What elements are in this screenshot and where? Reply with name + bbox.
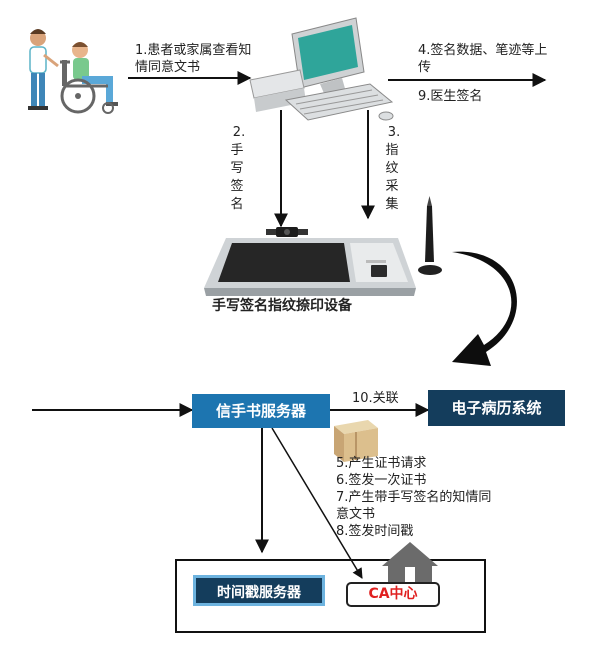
- label-step10: 10.关联: [352, 391, 399, 406]
- steps-line: 6.签发一次证书: [336, 473, 427, 488]
- ca-center-box: CA中心: [346, 582, 440, 607]
- arrow-to-ca: [271, 427, 363, 579]
- label-step2-part: 写: [230, 161, 244, 176]
- steps-line: 8.签发时间戳: [336, 524, 414, 539]
- server-box: 信手书服务器: [192, 394, 330, 428]
- label-step1: 1.患者或家属查看知情同意文书: [135, 43, 252, 75]
- signature-pad-icon: [204, 227, 416, 296]
- label-steps-5-8: 5.产生证书请求 6.签发一次证书 7.产生带手写签名的知情同意文书 8.签发时…: [336, 455, 494, 540]
- label-step3-part: 3.: [387, 125, 401, 140]
- label-step2-part: 2.: [232, 125, 246, 140]
- label-step9: 9.医生签名: [418, 89, 483, 104]
- emr-system-box: 电子病历系统: [428, 390, 565, 426]
- steps-line: 7.产生带手写签名的知情同意文书: [336, 490, 492, 522]
- label-step2: 2. 手 写 签 名: [230, 124, 248, 214]
- steps-line: 5.产生证书请求: [336, 456, 427, 471]
- bottom-container: [175, 559, 486, 633]
- label-step3-part: 纹: [385, 161, 399, 176]
- label-step3-part: 指: [385, 143, 399, 158]
- label-step2-part: 名: [230, 197, 244, 212]
- package-box-icon: [334, 420, 378, 462]
- label-step2-part: 手: [230, 143, 244, 158]
- timestamp-server-box: 时间戳服务器: [193, 575, 325, 606]
- label-device: 手写签名指纹捺印设备: [212, 298, 352, 314]
- label-step4: 4.签名数据、笔迹等上传: [418, 43, 548, 75]
- house-icon: [382, 542, 438, 582]
- label-step3-part: 集: [385, 197, 399, 212]
- label-step3: 3. 指 纹 采 集: [385, 124, 403, 214]
- computer-icon: [249, 17, 394, 121]
- label-step2-part: 签: [230, 179, 244, 194]
- stylus-icon: [418, 196, 442, 275]
- label-step3-part: 采: [385, 179, 399, 194]
- big-curved-arrow-icon: [452, 251, 517, 366]
- patient-wheelchair-icon: [28, 29, 118, 114]
